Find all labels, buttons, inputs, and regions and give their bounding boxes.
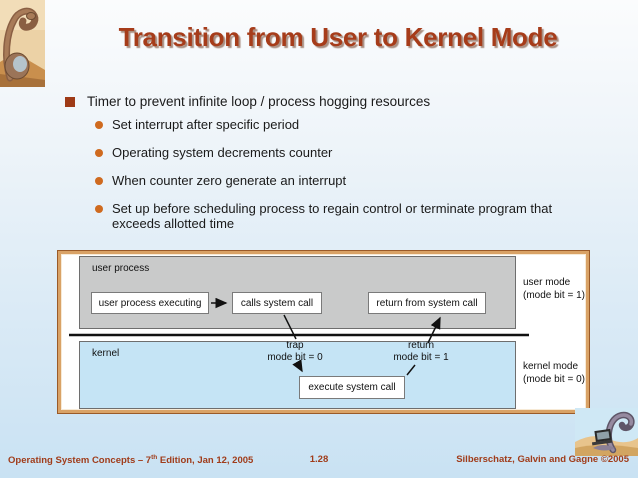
kernel-mode-label: kernel mode (mode bit = 0) — [523, 360, 593, 386]
page-title: Transition from User to Kernel Mode — [118, 22, 558, 52]
kernel-zone-label: kernel — [92, 348, 120, 359]
bullet-text: Set interrupt after specific period — [112, 117, 300, 132]
user-process-executing-box: user process executing — [91, 292, 209, 314]
kernel-mode-line1: kernel mode — [523, 361, 579, 372]
dinosaur-logo — [0, 0, 45, 87]
dinosaur-laptop-logo — [575, 408, 638, 456]
bullet-text: Set up before scheduling process to rega… — [112, 201, 553, 231]
return-label-line1: return — [407, 340, 435, 351]
trap-label: trap mode bit = 0 — [245, 340, 345, 364]
user-process-zone-label: user process — [92, 263, 150, 274]
bullet-text: Timer to prevent infinite loop / process… — [87, 94, 431, 109]
bullet-item-level2: Set up before scheduling process to rega… — [60, 201, 600, 231]
bullet-item-level2: Operating system decrements counter — [60, 145, 600, 160]
bullet-item-level1: Timer to prevent infinite loop / process… — [60, 94, 600, 110]
slide-page-number: 1.28 — [309, 454, 329, 465]
footer-authors: Silberschatz, Galvin and Gagne ©2005 — [456, 454, 629, 465]
trap-label-line1: trap — [286, 340, 304, 351]
footer-left-superscript: th — [151, 454, 158, 461]
user-mode-line2: (mode bit = 1) — [523, 290, 585, 301]
circle-bullet-icon — [95, 149, 103, 157]
bullet-list: Timer to prevent infinite loop / process… — [60, 94, 600, 244]
slide-footer: Operating System Concepts – 7th Edition,… — [0, 453, 638, 473]
kernel-zone: kernel — [79, 341, 516, 409]
kernel-mode-line2: (mode bit = 0) — [523, 374, 585, 385]
circle-bullet-icon — [95, 205, 103, 213]
circle-bullet-icon — [95, 121, 103, 129]
square-bullet-icon — [65, 97, 75, 107]
user-mode-line1: user mode — [523, 277, 571, 288]
bullet-text: When counter zero generate an interrupt — [112, 173, 347, 188]
return-label-line2: mode bit = 1 — [393, 352, 449, 363]
bullet-text: Operating system decrements counter — [112, 145, 333, 160]
return-label: return mode bit = 1 — [371, 340, 471, 364]
return-from-system-call-box: return from system call — [368, 292, 486, 314]
execute-system-call-box: execute system call — [299, 376, 405, 399]
trap-label-line2: mode bit = 0 — [267, 352, 323, 363]
footer-left-text-cont: Edition, Jan 12, 2005 — [157, 455, 254, 467]
user-mode-label: user mode (mode bit = 1) — [523, 276, 593, 302]
bullet-item-level2: Set interrupt after specific period — [60, 117, 600, 132]
circle-bullet-icon — [95, 177, 103, 185]
bullet-item-level2: When counter zero generate an interrupt — [60, 173, 600, 188]
calls-system-call-box: calls system call — [232, 292, 322, 314]
mode-transition-diagram: user process kernel user process executi… — [57, 250, 590, 414]
footer-book-title: Operating System Concepts – 7th Edition,… — [8, 454, 253, 466]
footer-left-text: Operating System Concepts – 7 — [8, 455, 152, 467]
